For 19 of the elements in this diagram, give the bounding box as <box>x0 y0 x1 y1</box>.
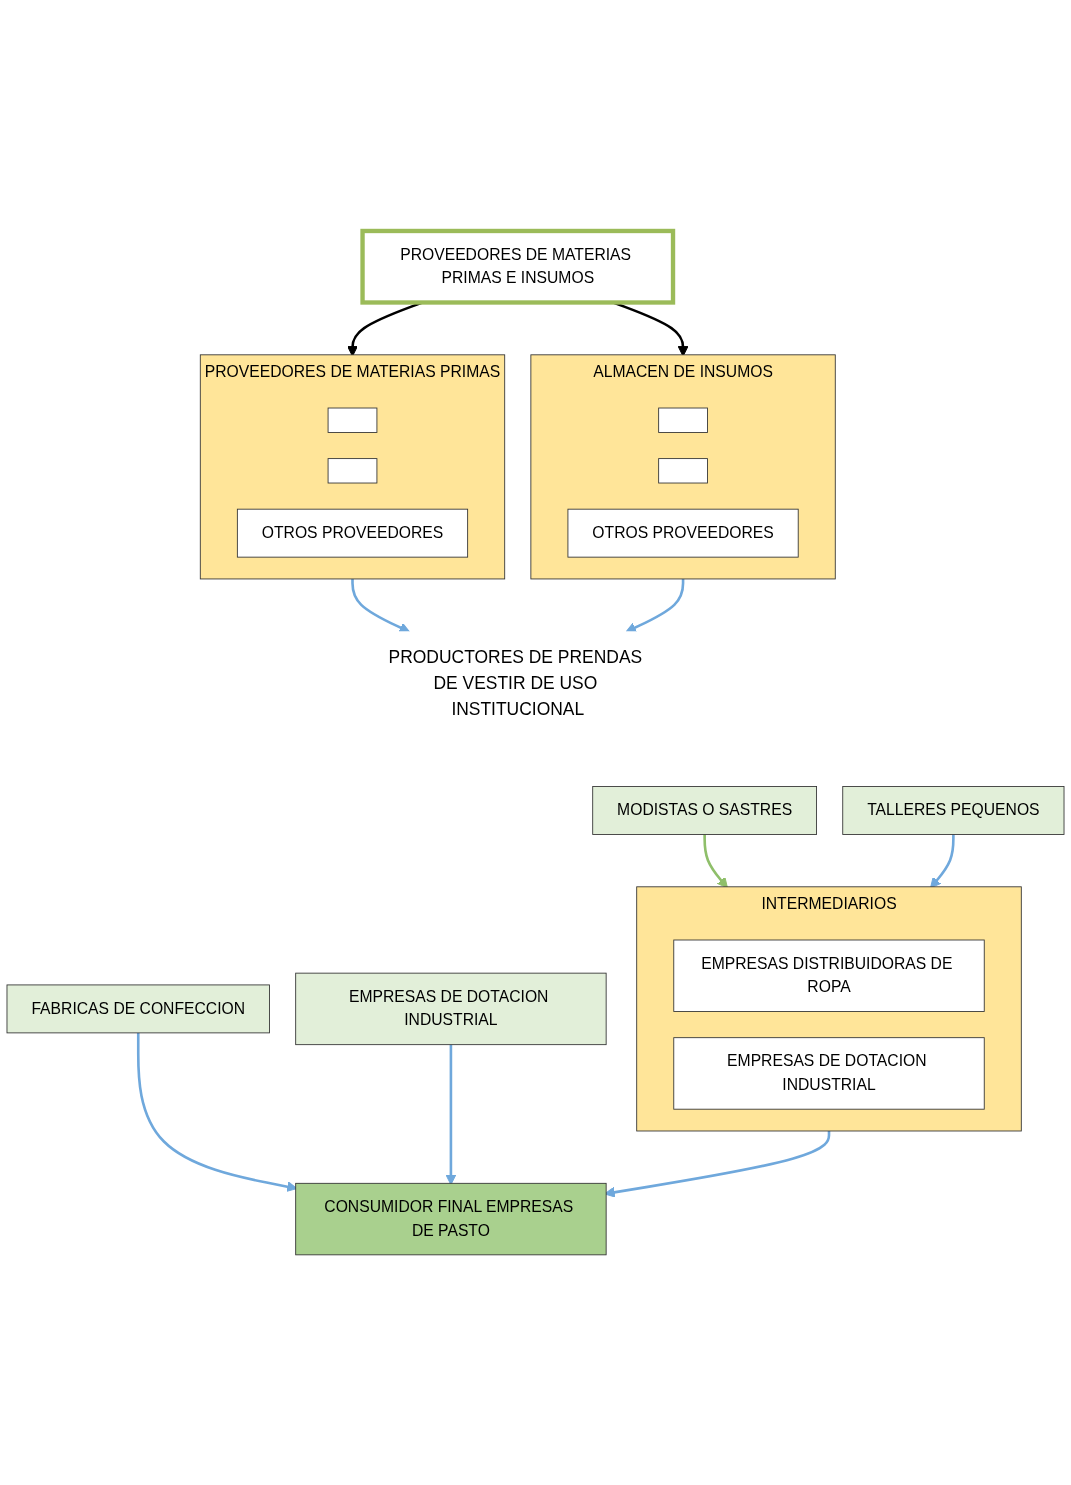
arrow <box>930 834 955 888</box>
node-box: TALLERES PEQUENOS <box>842 785 1065 835</box>
node-box: OTROS PROVEEDORES <box>567 508 799 558</box>
node-box <box>658 457 708 484</box>
node-box: OTROS PROVEEDORES <box>236 508 469 558</box>
node-box: MODISTAS O SASTRES <box>592 785 817 835</box>
arrow <box>625 578 685 633</box>
arrow <box>703 834 728 888</box>
node-box: PROVEEDORES DE MATERIAS PRIMAS E INSUMOS <box>360 228 676 305</box>
node-box: FABRICAS DE CONFECCION <box>6 984 270 1033</box>
node-text: PRODUCTORES DE PRENDAS DE VESTIR DE USO INSTITUCIONAL <box>388 646 643 719</box>
node-box: CONSUMIDOR FINAL EMPRESAS DE PASTO <box>295 1182 607 1255</box>
node-box <box>327 457 378 484</box>
node-box <box>658 407 708 433</box>
node-box: EMPRESAS DISTRIBUIDORAS DE ROPA <box>673 939 985 1012</box>
node-box <box>327 407 378 433</box>
arrow <box>351 578 410 633</box>
node-box: EMPRESAS DE DOTACION INDUSTRIAL <box>295 972 607 1045</box>
node-box: EMPRESAS DE DOTACION INDUSTRIAL <box>673 1036 985 1110</box>
